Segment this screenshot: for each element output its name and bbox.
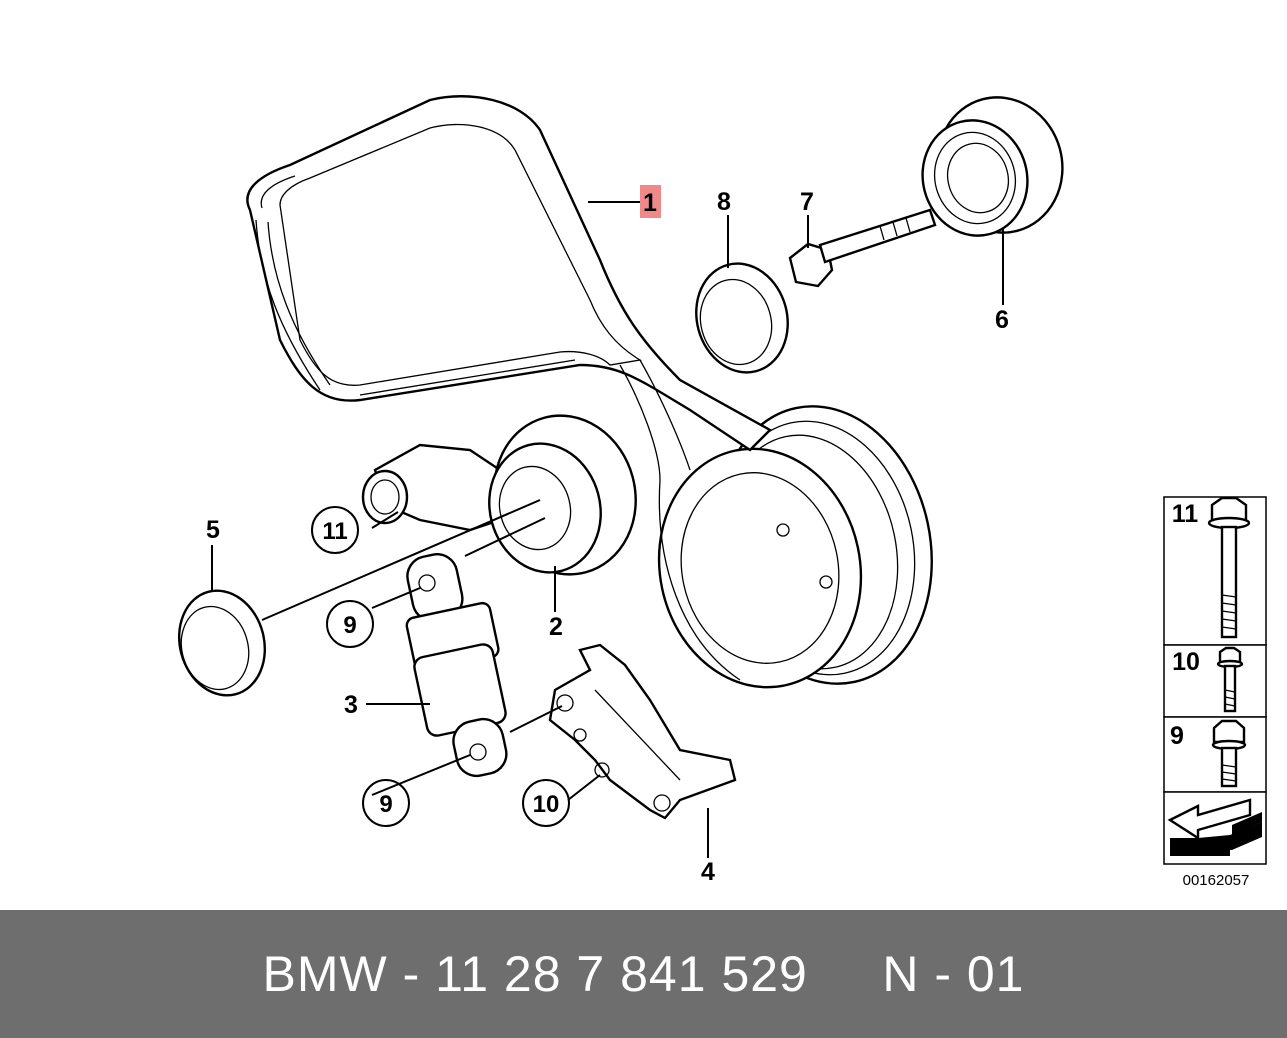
belt-tensioner-pulley (361, 414, 637, 576)
drive-belt (246, 95, 772, 681)
callout-circle-11 (311, 506, 359, 554)
callout-5[interactable]: 5 (206, 516, 220, 544)
legend-item-11-number[interactable]: 11 (1172, 500, 1199, 528)
callout-labels: 1 2 3 4 5 6 7 8 11 9 9 10 (206, 185, 1009, 886)
short-flange-bolt-icon (1216, 646, 1244, 713)
hex-flange-bolt-icon (1211, 719, 1247, 788)
callout-9a[interactable]: 9 (343, 612, 356, 639)
crank-pulley (657, 405, 933, 689)
tensioner-bracket (548, 643, 737, 820)
callout-2[interactable]: 2 (549, 613, 563, 641)
callout-6[interactable]: 6 (995, 306, 1009, 334)
cover-cap-left (177, 589, 267, 697)
callout-7[interactable]: 7 (800, 188, 814, 216)
fastener-legend: 11 10 9 00162057 (1163, 496, 1267, 889)
callout-11[interactable]: 11 (322, 518, 347, 545)
tensioner-damper (405, 553, 508, 778)
part-number-footer: BMW - 11 28 7 841 529 N - 01 (0, 910, 1287, 1038)
callout-10[interactable]: 10 (533, 791, 560, 818)
long-flange-bolt-icon (1207, 496, 1251, 639)
callout-9b[interactable]: 9 (379, 791, 392, 818)
parts-diagram: 1 2 3 4 5 6 7 8 11 9 9 10 11 10 (177, 95, 1267, 889)
direction-arrow-icon (1167, 798, 1262, 856)
callout-circle-10 (522, 779, 570, 827)
cover-cap-top (695, 262, 789, 374)
callout-1[interactable]: 1 (643, 189, 657, 217)
callout-8[interactable]: 8 (717, 188, 731, 216)
legend-item-10-number[interactable]: 10 (1172, 648, 1200, 676)
part-number-text: BMW - 11 28 7 841 529 N - 01 (262, 946, 1025, 1002)
diagram-number: 00162057 (1183, 872, 1250, 889)
pulley-bolt (788, 208, 937, 288)
guide-pulley (921, 96, 1064, 237)
callout-4[interactable]: 4 (701, 858, 715, 886)
callout-circle-9b (362, 779, 410, 827)
callout-3[interactable]: 3 (344, 691, 358, 719)
callout-circle-9a (326, 600, 374, 648)
callout-1-highlight (640, 185, 661, 218)
leader-lines (211, 201, 1004, 858)
legend-item-9-number[interactable]: 9 (1170, 722, 1184, 750)
